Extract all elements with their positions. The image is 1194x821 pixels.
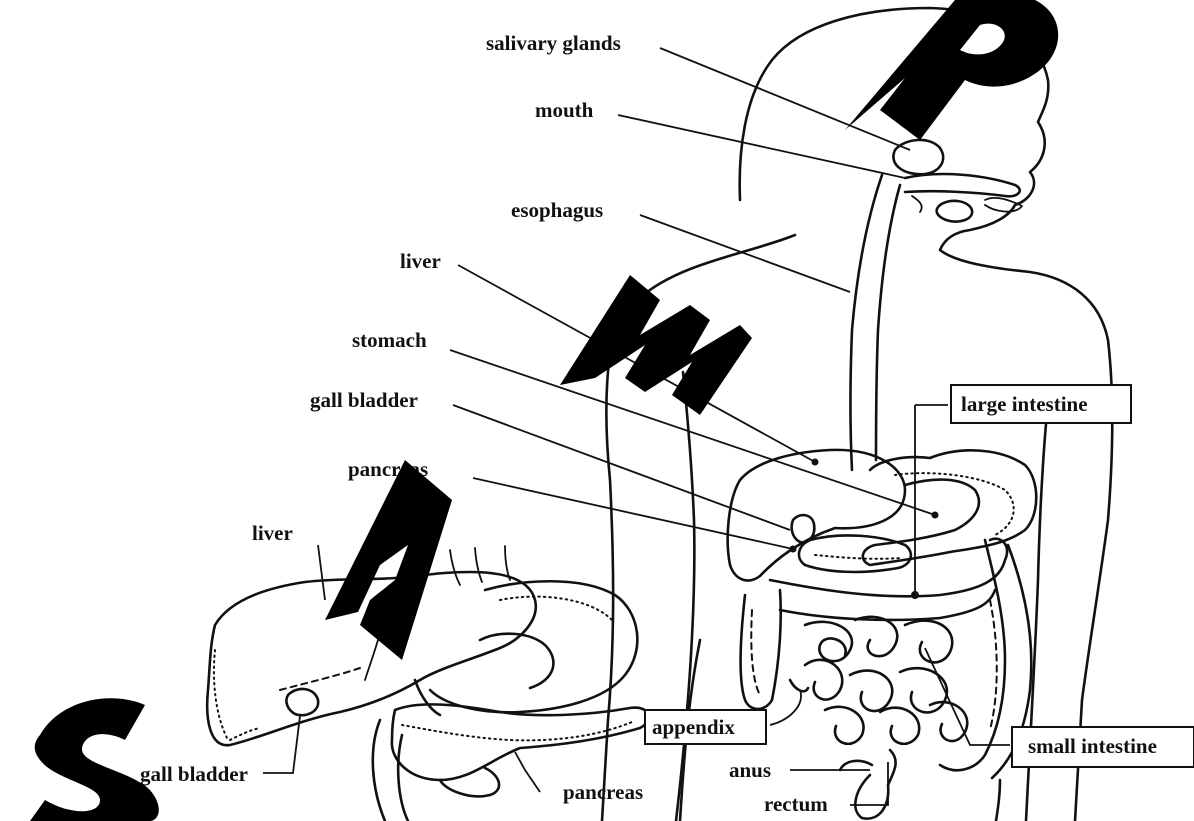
label-esophagus: esophagus bbox=[511, 198, 603, 222]
liver-shape bbox=[728, 450, 905, 581]
large-intestine-shape bbox=[740, 539, 1031, 778]
label-anus: anus bbox=[729, 758, 771, 782]
watermark-letter-a bbox=[325, 460, 452, 660]
inset-gall-bladder-shape bbox=[286, 689, 318, 715]
leader-lines bbox=[263, 48, 1010, 805]
sample-watermark bbox=[30, 0, 1058, 821]
label-mouth: mouth bbox=[535, 98, 594, 122]
watermark-letter-m bbox=[560, 275, 752, 415]
watermark-letter-p bbox=[845, 0, 1058, 140]
box-large-intestine: large intestine bbox=[951, 385, 1131, 423]
inset-liver-shape bbox=[207, 572, 536, 745]
leader-inset-pancreas bbox=[515, 752, 540, 792]
label-appendix: appendix bbox=[652, 715, 735, 739]
appendix-shape bbox=[790, 680, 808, 691]
box-appendix: appendix bbox=[645, 710, 766, 744]
box-small-intestine: small intestine bbox=[1012, 727, 1194, 767]
label-inset-liver: liver bbox=[252, 521, 293, 545]
pancreas-shape bbox=[799, 535, 911, 572]
label-stomach: stomach bbox=[352, 328, 427, 352]
leader-esophagus bbox=[640, 215, 850, 292]
label-large-intestine: large intestine bbox=[961, 392, 1088, 416]
label-small-intestine: small intestine bbox=[1028, 734, 1157, 758]
leader-appendix bbox=[770, 690, 801, 725]
label-salivary-glands: salivary glands bbox=[486, 31, 621, 55]
label-inset-pancreas: pancreas bbox=[563, 780, 643, 804]
small-intestine-shape bbox=[805, 617, 967, 744]
label-liver: liver bbox=[400, 249, 441, 273]
leader-inset-liver bbox=[318, 545, 325, 600]
inset-stomach-shape bbox=[430, 581, 637, 712]
label-rectum: rectum bbox=[764, 792, 828, 816]
esophagus-shape bbox=[851, 174, 1023, 470]
label-inset-gall-bladder: gall bladder bbox=[140, 762, 248, 786]
watermark-letter-s bbox=[30, 698, 159, 821]
salivary-glands-shape bbox=[893, 140, 972, 222]
label-gall-bladder: gall bladder bbox=[310, 388, 418, 412]
gall-bladder-shape bbox=[792, 515, 815, 543]
leader-mouth bbox=[618, 115, 905, 178]
